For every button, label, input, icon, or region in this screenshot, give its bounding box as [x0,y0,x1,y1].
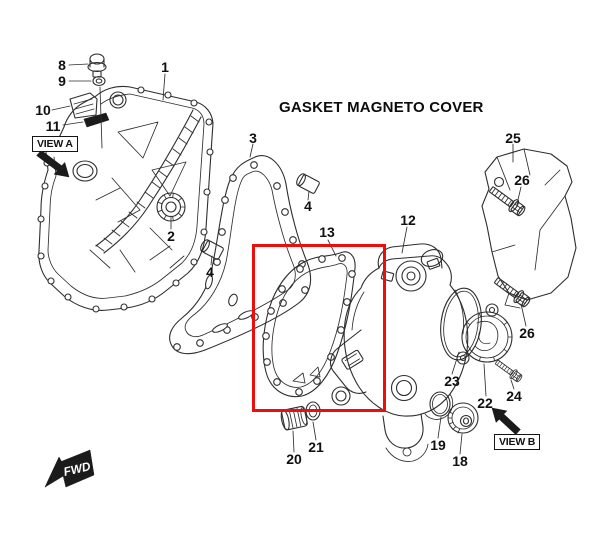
part-8-bolt-drawing [87,53,107,78]
part-22-cap-drawing [456,303,513,365]
fwd-label: FWD [62,459,92,479]
part-18-plug-drawing [447,402,479,434]
part-label-22[interactable]: 22 [477,395,493,411]
highlight-box-part-13 [252,244,386,412]
view-a-tag: VIEW A [32,136,78,152]
part-4-dowel-pin-drawing [200,173,320,260]
part-label-26[interactable]: 26 [519,325,535,341]
leader-lines [51,63,527,455]
part-label-23[interactable]: 23 [444,373,460,389]
part-10-cushion-drawing [69,92,98,119]
part-label-12[interactable]: 12 [400,212,416,228]
part-label-24[interactable]: 24 [506,388,522,404]
view-b-arrow-icon [491,407,521,435]
part-23-oring-drawing [440,287,482,361]
view-b-tag: VIEW B [494,434,541,450]
part-label-4[interactable]: 4 [304,198,312,214]
part-label-1[interactable]: 1 [161,59,169,75]
part-label-26[interactable]: 26 [514,172,530,188]
view-a-arrow-icon [36,150,70,178]
part-20-plug-drawing [280,405,308,431]
part-label-13[interactable]: 13 [319,224,335,240]
part-9-nut-drawing [92,75,106,87]
part-11-seal-strip-drawing [83,112,110,128]
part-label-19[interactable]: 19 [430,437,446,453]
part-19-oring-drawing [429,391,451,417]
part-24-bolt-drawing [493,357,525,384]
part-label-20[interactable]: 20 [286,451,302,467]
part-label-25[interactable]: 25 [505,130,521,146]
part-label-8[interactable]: 8 [58,57,66,73]
part-label-3[interactable]: 3 [249,130,257,146]
part-3-gasket-drawing [169,155,312,355]
fwd-arrow-icon: FWD [44,449,95,488]
part-label-4[interactable]: 4 [206,264,214,280]
part-label-18[interactable]: 18 [452,453,468,469]
part-label-2[interactable]: 2 [167,228,175,244]
part-12-cover-drawing [329,243,469,462]
part-label-10[interactable]: 10 [35,102,51,118]
part-1-magneto-cover-drawing [37,85,214,313]
part-25-bracket-drawing [481,148,577,309]
part-label-21[interactable]: 21 [308,439,324,455]
part-label-9[interactable]: 9 [58,73,66,89]
part-label-11[interactable]: 11 [45,118,61,134]
diagram-title: GASKET MAGNETO COVER [279,99,484,116]
